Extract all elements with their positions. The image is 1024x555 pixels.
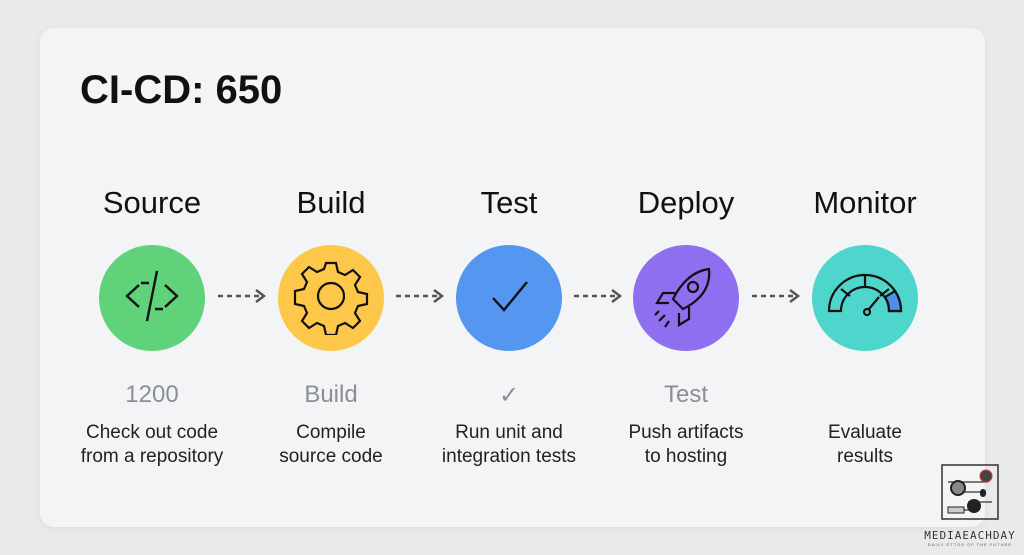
watermark-logo: MEDIAEACHDAY DAILY GTTOS OF THE FUTURE <box>920 462 1020 547</box>
check-icon <box>479 266 539 331</box>
stage-circle <box>99 245 205 351</box>
stage-title: Source <box>102 185 202 220</box>
logo-icon <box>941 464 999 520</box>
stage-value: ✓ <box>498 382 520 409</box>
stage-title: Deploy <box>637 185 735 220</box>
stage-circle <box>812 245 918 351</box>
rocket-icon <box>649 259 723 338</box>
gauge-icon <box>823 261 907 336</box>
stage-circle <box>278 245 384 351</box>
stage-title: Build <box>296 185 366 220</box>
arrow-icon <box>750 288 802 309</box>
page-title: CI-CD: 650 <box>80 68 283 112</box>
stage-value: Build <box>304 381 358 408</box>
stage-value <box>775 381 955 411</box>
stage-value: Test <box>663 381 708 408</box>
stage-circle <box>633 245 739 351</box>
stage-circle <box>456 245 562 351</box>
code-icon <box>119 263 185 334</box>
arrow-icon <box>394 288 446 309</box>
arrow-icon <box>572 288 624 309</box>
arrow-icon <box>216 288 268 309</box>
stage-value: 1200 <box>125 381 179 408</box>
gear-icon <box>292 257 370 340</box>
stage-title: Monitor <box>813 185 917 220</box>
stage-title: Test <box>480 185 538 220</box>
